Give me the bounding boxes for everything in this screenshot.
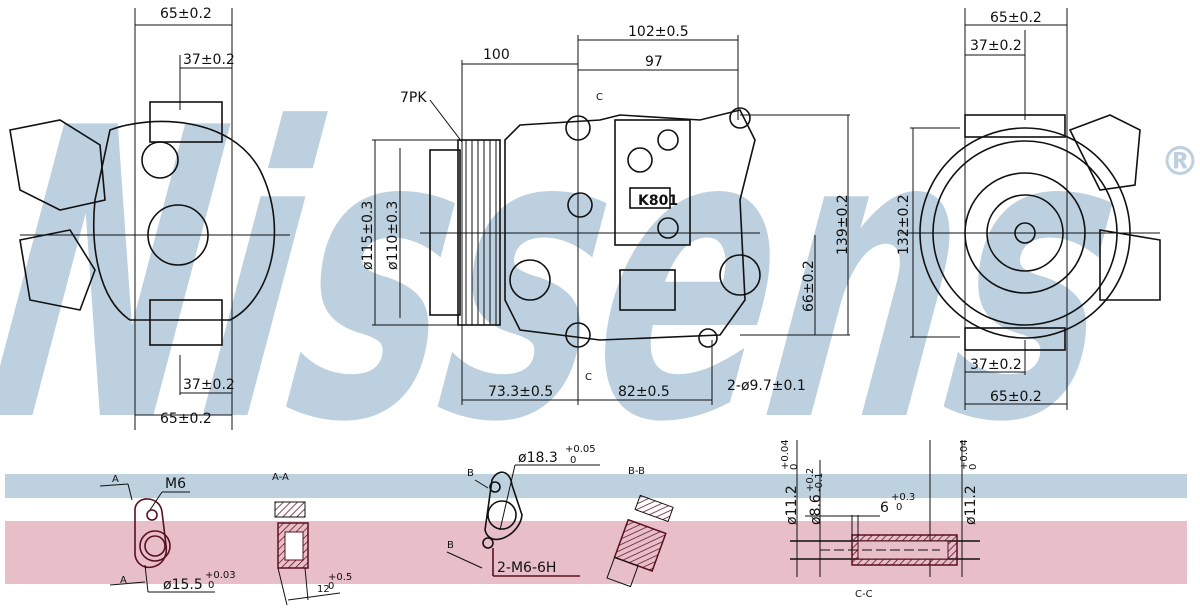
blue-band — [5, 474, 1187, 498]
holes-label: 2-ø9.7±0.1 — [727, 378, 806, 394]
dia183-label: ø18.3 — [518, 450, 558, 466]
w12-tol-dn-label: 0 — [328, 581, 334, 592]
section-b-b: B-B — [606, 466, 674, 588]
len6-label: 6 — [880, 500, 889, 516]
dia86-tol-up-label: +0.2 — [805, 468, 816, 492]
detail-a: A M6 A ø15.5 +0.03 0 — [99, 474, 236, 593]
top-outer-label: 65±0.2 — [990, 10, 1042, 26]
dia112-right-tol-up-label: +0.04 — [959, 439, 970, 470]
section-a-a: A-A 12 +0.5 0 — [272, 472, 352, 606]
section-top-label: C — [596, 92, 603, 103]
dia112-left-tol-dn-label: 0 — [789, 464, 800, 470]
section-c-c: ø11.2 +0.04 0 ø8.6 +0.2 -0.1 6 +0.3 0 ø1… — [780, 439, 980, 600]
b-arrow-top-label: B — [467, 468, 474, 479]
dia112-right-label: ø11.2 — [963, 485, 979, 525]
belt-label: 7PK — [400, 90, 427, 106]
dia183-tol-up-label: +0.05 — [565, 444, 596, 455]
m6-label: M6 — [165, 476, 186, 492]
detail-b: B ø18.3 +0.05 0 B 2-M6-6H — [446, 444, 600, 577]
section-aa-label: A-A — [272, 472, 289, 483]
top-inner-label: 37±0.2 — [183, 52, 235, 68]
a-arrow-top-label: A — [112, 474, 119, 485]
dia86-tol-dn-label: -0.1 — [814, 472, 825, 492]
d102-label: 102±0.5 — [628, 24, 689, 40]
right-view: 65±0.2 37±0.2 132±0.2 37±0.2 65±0.2 — [896, 8, 1161, 410]
dia155-tol-up-label: +0.03 — [205, 570, 236, 581]
top-inner-label: 37±0.2 — [970, 38, 1022, 54]
d73-label: 73.3±0.5 — [488, 384, 553, 400]
w12-tol-up-label: +0.5 — [328, 572, 352, 583]
d82-label: 82±0.5 — [618, 384, 670, 400]
a-arrow-bottom-label: A — [120, 575, 127, 586]
dia155-tol-dn-label: 0 — [208, 580, 214, 591]
b-arrow-bottom-label: B — [447, 540, 454, 551]
bottom-inner-label: 37±0.2 — [970, 357, 1022, 373]
bottom-inner-label: 37±0.2 — [183, 377, 235, 393]
d100-label: 100 — [483, 47, 510, 63]
dia112-left-tol-up-label: +0.04 — [780, 439, 791, 470]
dia112-left-label: ø11.2 — [784, 485, 800, 525]
dia112-right-tol-dn-label: 0 — [968, 464, 979, 470]
registered-mark: ® — [1160, 139, 1200, 185]
h132-label: 132±0.2 — [896, 194, 912, 255]
left-view: 65±0.2 37±0.2 37±0.2 65±0.2 — [9, 6, 290, 430]
top-outer-label: 65±0.2 — [160, 6, 212, 22]
dia86-label: ø8.6 — [808, 494, 824, 525]
d97-label: 97 — [645, 54, 663, 70]
nissens-watermark: Nissens ® — [0, 44, 1200, 510]
section-bottom-label: C — [585, 372, 592, 383]
dia183-tol-dn-label: 0 — [570, 455, 576, 466]
bottom-outer-label: 65±0.2 — [990, 389, 1042, 405]
watermark-label: Nissens — [0, 44, 1144, 510]
h66-label: 66±0.2 — [801, 260, 817, 312]
dia110-label: ø110±0.3 — [385, 201, 401, 270]
dia115-label: ø115±0.3 — [360, 201, 376, 270]
len6-tol-up-label: +0.3 — [891, 492, 915, 503]
bottom-outer-label: 65±0.2 — [160, 411, 212, 427]
thread-label: 2-M6-6H — [497, 560, 556, 576]
w12-label: 12 — [317, 584, 330, 595]
len6-tol-dn-label: 0 — [896, 502, 902, 513]
h139-label: 139±0.2 — [835, 194, 851, 255]
pink-band — [5, 521, 1187, 584]
part-mark-label: K801 — [638, 193, 678, 209]
side-view: 100 102±0.5 97 7PK ø115±0.3 ø110±0.3 139… — [360, 24, 851, 405]
dia155-label: ø15.5 — [163, 577, 203, 593]
section-cc-label: C-C — [855, 589, 873, 600]
section-bb-label: B-B — [628, 466, 645, 477]
